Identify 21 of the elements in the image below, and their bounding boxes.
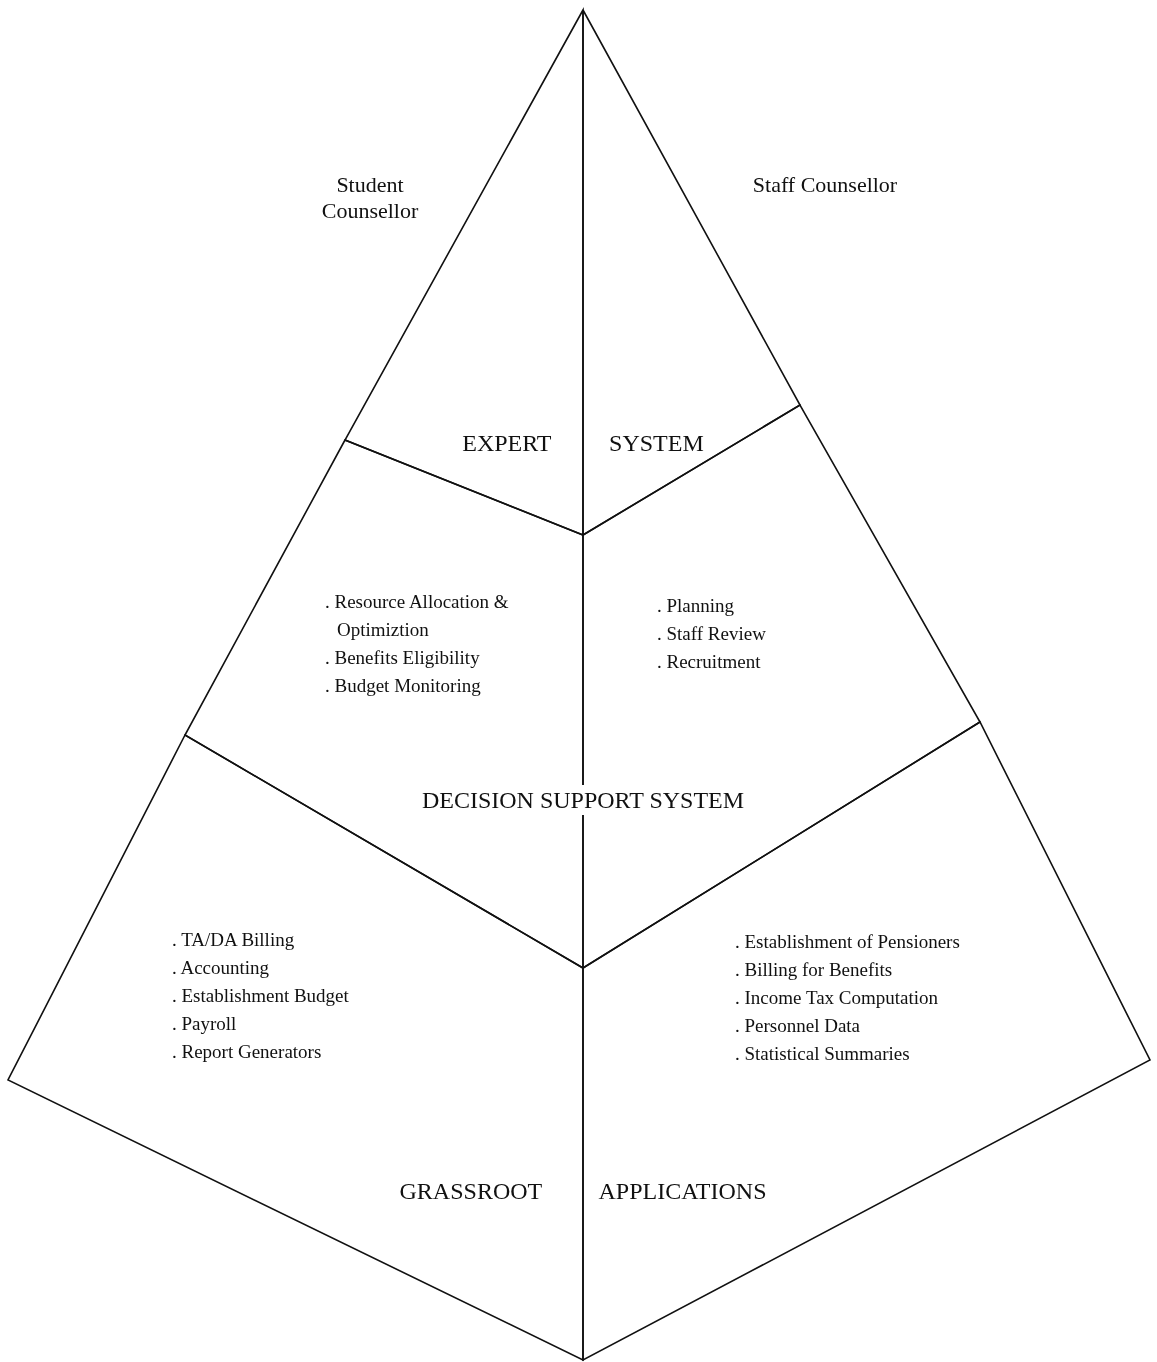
level-label: DECISION SUPPORT SYSTEM	[419, 785, 747, 815]
list-item: . Personnel Data	[735, 1014, 861, 1038]
list-item: . Benefits Eligibility	[325, 646, 480, 670]
list-item: . Establishment of Pensioners	[735, 930, 960, 954]
list-item: . Accounting	[172, 956, 270, 980]
level-label: GRASSROOT APPLICATIONS	[399, 1177, 767, 1206]
list-item: . Establishment Budget	[172, 984, 349, 1008]
column-heading: Staff Counsellor	[751, 172, 899, 198]
list-item: . Statistical Summaries	[735, 1042, 910, 1066]
list-item: . Budget Monitoring	[325, 674, 481, 698]
list-item: . Billing for Benefits	[735, 958, 893, 982]
list-item: . Recruitment	[657, 650, 761, 674]
column-heading: Student Counsellor	[320, 172, 420, 224]
list-item: . Report Generators	[172, 1040, 322, 1064]
list-item: . Resource Allocation & Optimiztion	[325, 590, 510, 642]
list-item: . Planning	[657, 594, 735, 618]
list-item: . Payroll	[172, 1012, 237, 1036]
list-item: . Income Tax Computation	[735, 986, 939, 1010]
level-label: EXPERT SYSTEM	[462, 429, 704, 458]
list-item: . TA/DA Billing	[172, 928, 295, 952]
list-item: . Staff Review	[657, 622, 766, 646]
